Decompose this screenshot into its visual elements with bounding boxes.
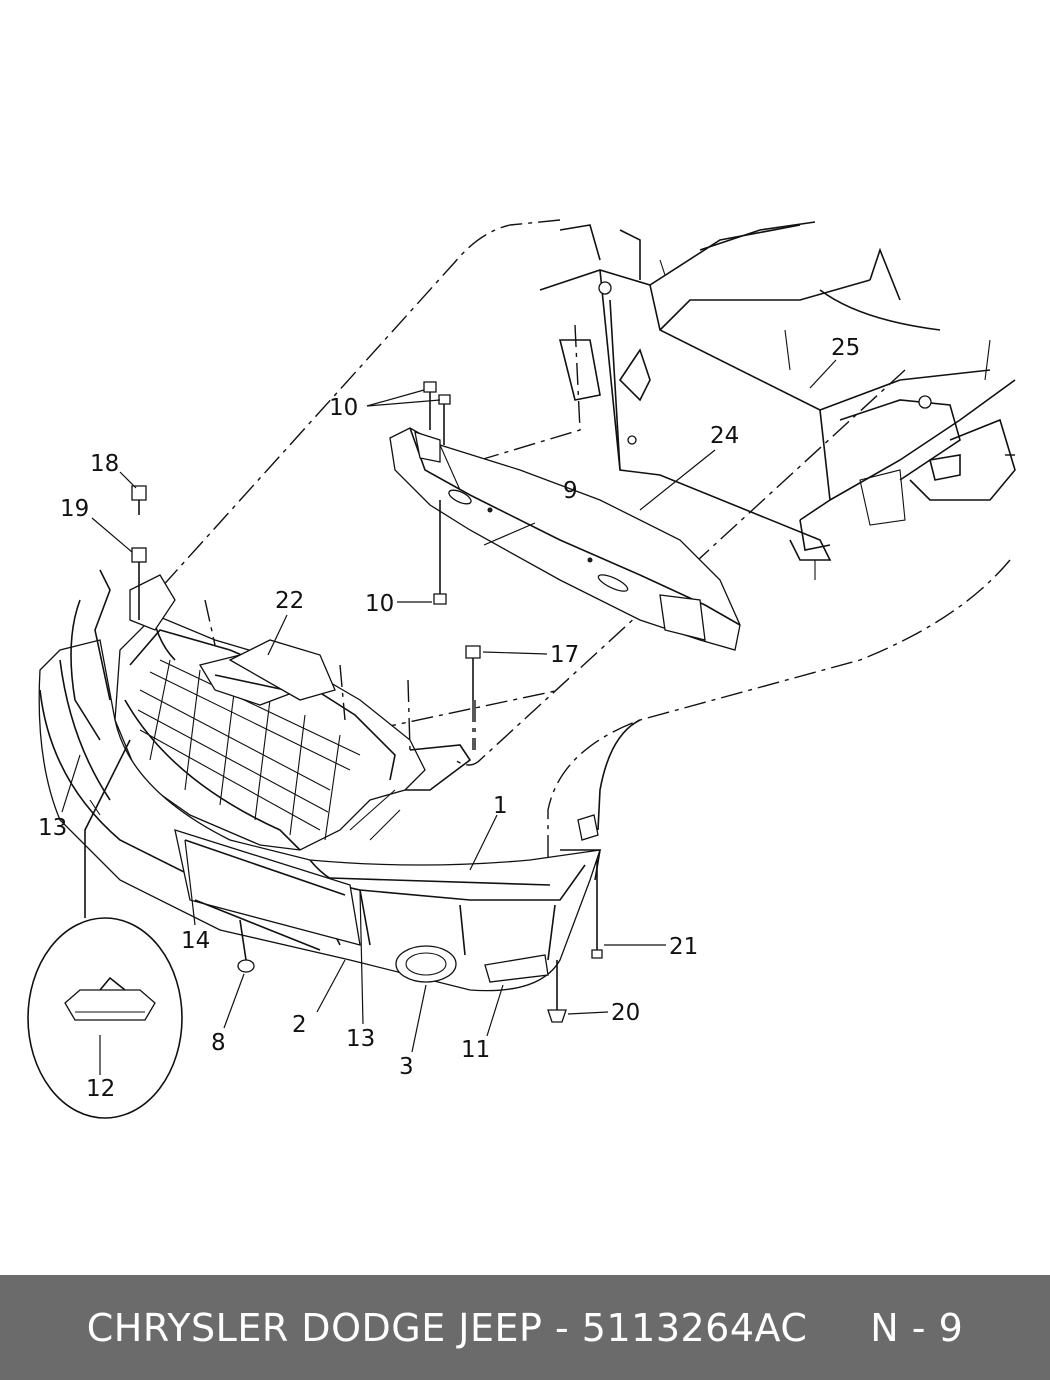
callout-17: 17 [550,642,579,668]
callout-1: 1 [493,793,508,819]
footer-part-number: CHRYSLER DODGE JEEP - 5113264AC N - 9 [86,1305,964,1350]
leader-lines [61,359,837,1075]
callout-8: 8 [211,1030,226,1056]
callout-25: 25 [831,335,860,361]
detail-inset-12 [27,739,183,1119]
callout-20: 20 [611,1000,640,1026]
grille-assembly [114,574,476,851]
callout-3: 3 [399,1054,414,1080]
callout-10-top: 10 [329,395,358,421]
callout-21: 21 [669,934,698,960]
callout-18: 18 [90,451,119,477]
bolts-10 [423,381,451,605]
parts-diagram: 1 2 3 8 9 10 10 11 12 13 13 14 17 18 19 … [27,219,1016,1119]
bumper-reinforcement-beam [389,427,741,651]
callout-2: 2 [292,1012,307,1038]
front-fascia [38,569,601,992]
fasteners [131,485,603,1023]
callout-13-center: 13 [346,1026,375,1052]
callout-14: 14 [181,928,210,954]
callout-13-left: 13 [38,815,67,841]
callout-12: 12 [86,1076,115,1102]
callout-19: 19 [60,496,89,522]
callout-labels: 1 2 3 8 9 10 10 11 12 13 13 14 17 18 19 … [38,335,860,1102]
callout-22: 22 [275,588,304,614]
callout-11: 11 [461,1037,490,1063]
footer-bar: CHRYSLER DODGE JEEP - 5113264AC N - 9 [0,1275,1050,1380]
radiator-support-frame [479,221,1016,580]
callout-24: 24 [710,423,739,449]
callout-10-bottom: 10 [365,591,394,617]
callout-9: 9 [563,478,578,504]
